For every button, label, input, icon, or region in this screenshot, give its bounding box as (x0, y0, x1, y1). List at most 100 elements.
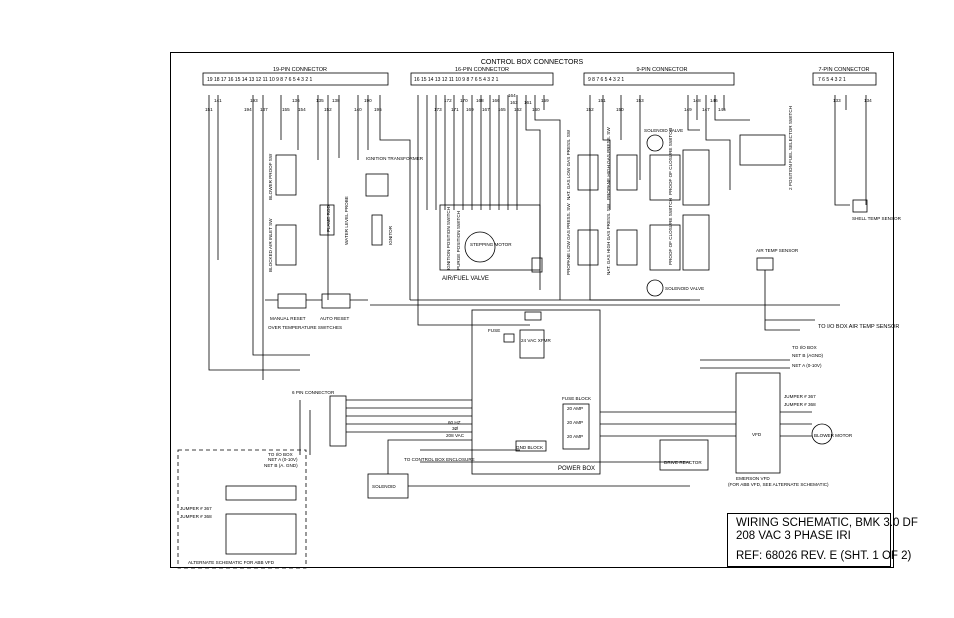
solenoid-valve-upper-label: SOLENOID VALVE (644, 128, 683, 133)
header-title: CONTROL BOX CONNECTORS (481, 59, 584, 66)
to-control-box-label: TO CONTROL BOX ENCLOSURE (404, 457, 475, 462)
power-box (471, 309, 601, 475)
jumper368-label: JUMPER # 368 (784, 402, 816, 407)
w9-146: 146 (710, 98, 718, 103)
w151: 151 (205, 107, 213, 112)
to-io-box-label: TO I/O BOX (792, 345, 817, 350)
w9-147: 147 (702, 107, 710, 112)
alt-schematic-label: ALTERNATE SCHEMATIC FOR ABB VFD (188, 560, 275, 565)
c16-label: 16-PIN CONNECTOR (455, 67, 509, 73)
wires-16-pin (417, 95, 561, 326)
w9-153: 153 (636, 98, 644, 103)
nat-gas-high-label: NAT. GAS HIGH GAS PRESS. SW (606, 203, 611, 275)
c19-label: 19-PIN CONNECTOR (273, 67, 327, 73)
vfd-label: VFD (752, 432, 762, 437)
proof-closure-lower (649, 224, 681, 271)
w190: 190 (364, 98, 372, 103)
xfmr-label: 24 VAC XFMR (521, 338, 551, 343)
fuse-label: FUSE (488, 328, 500, 333)
amp-2: 20 AMP (567, 420, 583, 425)
w140: 140 (354, 107, 362, 112)
w170: 170 (460, 98, 468, 103)
air-fuel-valve-label: AIR/FUEL VALVE (442, 276, 489, 282)
w194: 194 (244, 107, 252, 112)
w166: 166 (492, 98, 500, 103)
w9-152: 152 (586, 107, 594, 112)
fuel-selector-switch (739, 134, 786, 166)
alt-vfd-terminals (225, 513, 297, 555)
w165: 165 (498, 107, 506, 112)
w136: 136 (292, 98, 300, 103)
c9-label: 9-PIN CONNECTOR (637, 67, 688, 73)
phase-label: 3Ø (452, 426, 459, 431)
nat-gas-low-switch (577, 154, 599, 191)
emerson-vfd-label: EMERSON VFD (736, 476, 770, 481)
title-line-2: 208 VAC 3 PHASE IRI (736, 530, 851, 542)
w168: 168 (476, 98, 484, 103)
proof-closure-upper-label: PROOF OF CLOSURE SWITCH (668, 128, 673, 195)
wires-9-pin (589, 95, 750, 301)
w163: 163 (510, 100, 518, 105)
w162: 162 (514, 107, 522, 112)
w135: 135 (316, 98, 324, 103)
blocked-inlet-label: BLOCKED AIR INLET SW (268, 218, 273, 272)
relay-upper (682, 149, 710, 206)
w193: 193 (250, 98, 258, 103)
solenoid-valve-lower (646, 279, 664, 297)
connector-16-pin-box (410, 72, 554, 86)
amp-3: 20 AMP (567, 434, 583, 439)
vac-label: 208 VAC (446, 433, 465, 438)
manual-reset-label: MANUAL RESET (270, 316, 306, 321)
air-fuel-valve-box (439, 204, 541, 271)
stepping-motor-label: STEPPING MOTOR (470, 242, 512, 247)
auto-reset-label: AUTO RESET (320, 316, 349, 321)
fuse-symbol (524, 311, 542, 321)
w7-134: 134 (864, 98, 872, 103)
relay-lower (682, 214, 710, 271)
w172: 172 (444, 98, 452, 103)
w173: 173 (434, 107, 442, 112)
w9-151: 151 (598, 98, 606, 103)
alt-jumper368: JUMPER # 368 (180, 514, 212, 519)
w159: 159 (541, 98, 549, 103)
nat-gas-low-label: NAT. GAS LOW GAS PRESS. SW (566, 129, 571, 200)
purge-position-label: PURGE POSITION SWITCH (456, 211, 461, 270)
blower-proof-switch (275, 154, 297, 196)
amp-1: 20 AMP (567, 406, 583, 411)
w169: 169 (466, 107, 474, 112)
wires-19-pin (208, 95, 411, 380)
propane-low-switch (577, 229, 599, 266)
alternate-schematic-box (177, 449, 307, 569)
auto-reset-switch (321, 293, 351, 309)
ignition-transformer-box (365, 173, 389, 197)
w155: 155 (282, 107, 290, 112)
fuse-block (562, 403, 590, 450)
ignition-position-label: IGNITION POSITION SWITCH (446, 207, 451, 270)
manual-reset-switch (277, 293, 307, 309)
fuel-selector-label: 2 POSITION FUEL SELECTOR SWITCH (788, 106, 793, 190)
blower-motor (811, 423, 833, 445)
water-level-label: WATER LEVEL PROBE (344, 196, 349, 245)
shell-temp-box (852, 199, 868, 213)
alt-terminal-strip (225, 485, 297, 501)
to-io-air-label: TO I/O BOX AIR TEMP SENSOR (818, 324, 899, 330)
xfmr-box (519, 329, 545, 359)
w9-148: 148 (693, 98, 701, 103)
gnd-block-label: GND BLOCK (516, 445, 544, 450)
flame-rod (319, 204, 335, 236)
power-box-label: POWER BOX (558, 466, 595, 472)
title-block: WIRING SCHEMATIC, BMK 3.0 DF 208 VAC 3 P… (727, 513, 918, 567)
w137: 137 (260, 107, 268, 112)
propane-low-label: PROPANE LOW GAS PRESS. SW (566, 203, 571, 275)
stepping-motor-circle (464, 231, 496, 263)
air-temp-label: AIR TEMP SENSOR (756, 248, 799, 253)
c7-pins: 7 6 5 4 3 2 1 (818, 77, 846, 83)
w141: 141 (214, 98, 222, 103)
blocked-inlet-switch (275, 224, 297, 266)
nat-gas-high-switch (616, 229, 638, 266)
blower-proof-label: BLOWER PROOF SW (268, 153, 273, 200)
w167: 167 (482, 107, 490, 112)
gnd-block (515, 440, 547, 452)
fuse-block-label: FUSE BLOCK (562, 396, 592, 401)
